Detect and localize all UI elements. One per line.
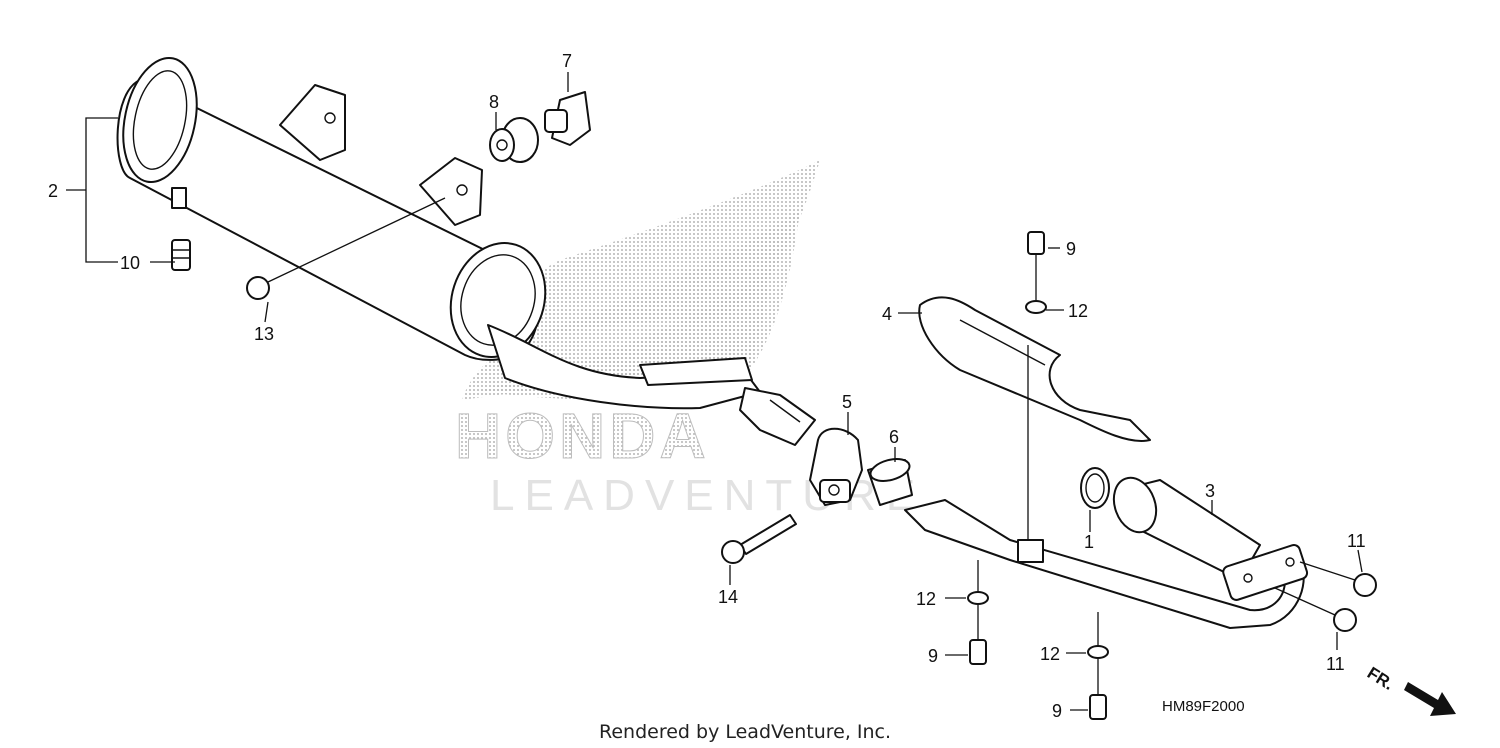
muffler-outlet-pipe[interactable]	[487, 324, 816, 446]
footer-credit: Rendered by LeadVenture, Inc.	[599, 721, 891, 743]
muffler[interactable]	[113, 51, 560, 369]
callout-11-lower[interactable]: 11	[1326, 654, 1345, 674]
callout-12-bottom[interactable]: 12	[1040, 644, 1060, 664]
watermark-brand: HONDA	[455, 400, 710, 472]
callout-14[interactable]: 14	[718, 587, 738, 607]
heat-protector[interactable]	[918, 296, 1151, 442]
exhaust-pipe[interactable]	[904, 345, 1309, 629]
callout-9-bottom[interactable]: 9	[1052, 701, 1062, 721]
pipe-clamp[interactable]	[809, 427, 863, 506]
callout-6[interactable]: 6	[889, 427, 899, 447]
callout-3[interactable]: 3	[1205, 481, 1215, 501]
bolt-14[interactable]	[721, 514, 797, 564]
callout-12-middle[interactable]: 12	[916, 589, 936, 609]
bolt-9-bottom[interactable]	[1089, 612, 1107, 720]
bolt-9-top[interactable]	[1027, 231, 1045, 300]
washer-12-top[interactable]	[1025, 300, 1047, 314]
rubber-grommet[interactable]	[489, 117, 539, 163]
nut-11-upper[interactable]	[1299, 561, 1377, 597]
bolt-9-middle[interactable]	[969, 560, 987, 665]
gasket[interactable]	[1080, 467, 1110, 509]
callout-2[interactable]: 2	[48, 181, 58, 201]
bolt-10[interactable]	[171, 239, 191, 271]
diagram-code: HM89F2000	[1162, 698, 1245, 715]
callout-9-middle[interactable]: 9	[928, 646, 938, 666]
callout-5[interactable]: 5	[842, 392, 852, 412]
callouts: 1 2 3 4 5 6 7 8 9 9 9 10 11 11 12 12 12 …	[48, 51, 1366, 721]
callout-11-upper[interactable]: 11	[1347, 531, 1366, 551]
direction-label: FR.	[1364, 663, 1397, 694]
pipe-sleeve[interactable]	[867, 455, 913, 506]
callout-13[interactable]: 13	[254, 324, 274, 344]
leader-lines	[66, 72, 1363, 711]
callout-1[interactable]: 1	[1084, 532, 1094, 552]
nut-11-lower[interactable]	[1274, 587, 1357, 632]
callout-4[interactable]: 4	[882, 304, 892, 324]
watermark-text: LEADVENTURE	[490, 471, 925, 520]
callout-8[interactable]: 8	[489, 92, 499, 112]
washer-12-middle[interactable]	[967, 591, 989, 605]
bolt-13[interactable]	[246, 197, 446, 300]
callout-9-top[interactable]: 9	[1066, 239, 1076, 259]
front-direction-arrow: FR.	[1364, 663, 1456, 716]
callout-7[interactable]: 7	[562, 51, 572, 71]
mounting-pin[interactable]	[544, 91, 591, 146]
washer-12-bottom[interactable]	[1087, 645, 1109, 659]
callout-12-top[interactable]: 12	[1068, 301, 1088, 321]
callout-10[interactable]: 10	[120, 253, 140, 273]
